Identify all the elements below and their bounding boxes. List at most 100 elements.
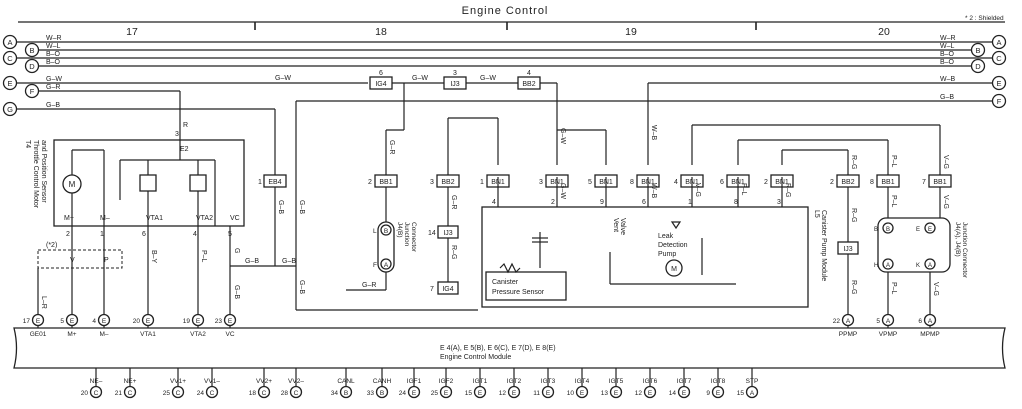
svg-text:Canister Pump Module: Canister Pump Module xyxy=(820,210,827,281)
svg-text:G: G xyxy=(7,105,13,114)
svg-text:G–W: G–W xyxy=(412,75,428,82)
connector-pin: 2 xyxy=(368,179,372,186)
svg-text:14: 14 xyxy=(669,390,677,397)
svg-text:G–B: G–B xyxy=(298,200,305,214)
connector-pin: 3 xyxy=(430,179,434,186)
ecm-pin-vv2-: VV2–C28 xyxy=(281,368,304,399)
svg-text:R: R xyxy=(183,122,188,129)
svg-text:5: 5 xyxy=(60,318,64,325)
connector-pin: 1 xyxy=(480,179,484,186)
svg-text:A: A xyxy=(846,318,851,325)
svg-text:C: C xyxy=(7,54,13,63)
svg-text:R–G: R–G xyxy=(850,280,857,294)
diagram-title: Engine Control xyxy=(462,5,549,17)
svg-text:E: E xyxy=(102,318,107,325)
svg-text:VTA1: VTA1 xyxy=(146,215,163,222)
svg-text:7: 7 xyxy=(430,286,434,293)
svg-text:23: 23 xyxy=(215,318,223,325)
svg-text:E: E xyxy=(228,318,233,325)
svg-text:20: 20 xyxy=(133,318,141,325)
svg-text:Pump: Pump xyxy=(658,251,676,258)
svg-text:11: 11 xyxy=(533,390,540,397)
svg-text:Leak: Leak xyxy=(658,233,674,240)
svg-text:C: C xyxy=(176,390,181,397)
svg-text:5: 5 xyxy=(876,318,880,325)
svg-text:F: F xyxy=(997,97,1002,106)
svg-text:W–L: W–L xyxy=(46,43,61,50)
svg-text:1: 1 xyxy=(100,231,104,238)
svg-text:L–R: L–R xyxy=(40,296,47,309)
connector-pin: 8 xyxy=(870,179,874,186)
svg-text:Junction: Junction xyxy=(403,222,410,247)
connector-pin: 5 xyxy=(588,179,592,186)
svg-text:W–B: W–B xyxy=(650,183,657,199)
svg-text:R–G: R–G xyxy=(450,245,457,259)
svg-text:VC: VC xyxy=(230,215,240,222)
pin-name: MPMP xyxy=(920,331,940,338)
svg-text:G–B: G–B xyxy=(940,94,954,101)
svg-text:P: P xyxy=(104,257,109,264)
svg-text:12: 12 xyxy=(499,390,507,397)
svg-text:2: 2 xyxy=(551,199,555,206)
svg-text:and Position Sensor: and Position Sensor xyxy=(40,140,47,203)
svg-text:G–B: G–B xyxy=(245,258,259,265)
connector-pin: 2 xyxy=(764,179,768,186)
right-ports: E F W–B G–B xyxy=(296,75,1007,165)
port-d-right xyxy=(970,58,986,74)
svg-text:L5: L5 xyxy=(813,210,820,218)
svg-text:M+: M+ xyxy=(64,215,74,222)
svg-text:Pressure Sensor: Pressure Sensor xyxy=(492,289,545,296)
svg-text:28: 28 xyxy=(281,390,289,397)
svg-text:A: A xyxy=(928,263,932,269)
port-a-right xyxy=(991,34,1007,50)
svg-text:24: 24 xyxy=(399,390,407,397)
svg-text:20: 20 xyxy=(81,390,89,397)
bus-wires: A B C D W–R W–L B–O B–O A B C D W–R W–L … xyxy=(2,34,1007,74)
svg-text:4: 4 xyxy=(193,231,197,238)
svg-text:E: E xyxy=(146,318,151,325)
pin-name: VTA1 xyxy=(140,331,156,338)
svg-text:G–R: G–R xyxy=(362,282,376,289)
svg-text:P–L: P–L xyxy=(740,183,747,196)
connector-bb1: BB1 2 xyxy=(368,174,398,188)
svg-text:E: E xyxy=(996,79,1001,88)
connector-name: BB1 xyxy=(933,179,946,186)
section-19: 19 xyxy=(625,26,637,38)
connector-pin: 2 xyxy=(830,179,834,186)
svg-text:6: 6 xyxy=(642,199,646,206)
ecm-bottom-pins: NE–C20NE+C21VV1+C25VV1–C24VV2+C18VV2–C28… xyxy=(81,368,758,399)
throttle-wires: B–Y P–L G G–B L–R xyxy=(37,226,240,314)
svg-text:K: K xyxy=(916,263,920,269)
svg-text:12: 12 xyxy=(635,390,643,397)
svg-text:T4: T4 xyxy=(24,140,31,148)
svg-text:25: 25 xyxy=(431,390,439,397)
connector-name: BB1 xyxy=(379,179,392,186)
port-b-right xyxy=(970,42,986,58)
ecm-pin-vv1-: VV1+C25 xyxy=(163,368,186,399)
connector-pin: 3 xyxy=(539,179,543,186)
right-branch: R–G P–L V–G R–G IJ3 R–G P–L V–G B B E E … xyxy=(837,125,968,314)
section-17: 17 xyxy=(126,26,138,38)
port-a-left xyxy=(2,34,18,50)
svg-text:15: 15 xyxy=(465,390,473,397)
pin-name: GE01 xyxy=(30,331,47,338)
svg-text:E: E xyxy=(36,318,41,325)
svg-text:G–B: G–B xyxy=(282,258,296,265)
pin-name: PPMP xyxy=(839,331,857,338)
svg-text:E: E xyxy=(916,227,920,233)
svg-text:V–G: V–G xyxy=(932,282,939,296)
svg-text:E: E xyxy=(648,390,653,397)
svg-text:G–B: G–B xyxy=(298,280,305,294)
svg-text:Valve: Valve xyxy=(619,218,626,235)
svg-text:R–G: R–G xyxy=(850,208,857,222)
